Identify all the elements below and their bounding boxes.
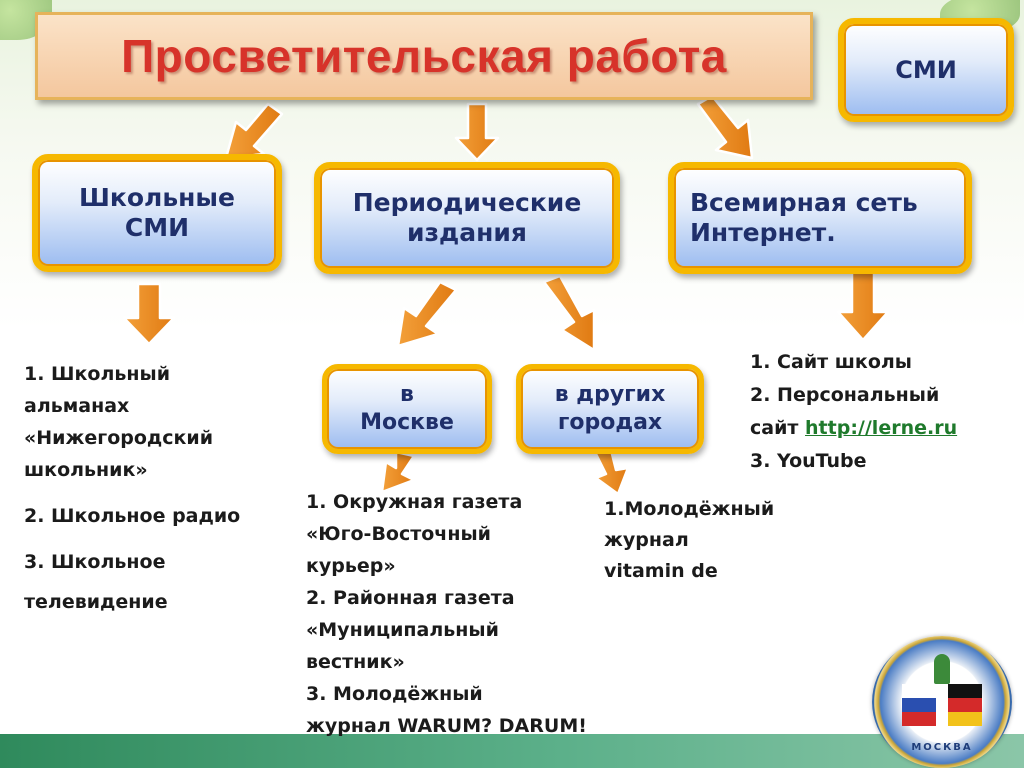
moscow-list-item-3: 3. Молодёжный журнал WARUM? DARUM!	[306, 683, 587, 737]
arrow-periodicals-to-moscow	[396, 280, 458, 348]
moscow-list-item-1: 1. Окружная газета «Юго-Восточный курьер…	[306, 491, 523, 577]
node-school-smi: Школьные СМИ	[32, 154, 282, 272]
node-internet: Всемирная сеть Интернет.	[668, 162, 972, 274]
internet-list-item-2-site: сайт http://lerne.ru	[750, 412, 1020, 445]
moscow-list: 1. Окружная газета «Юго-Восточный курьер…	[306, 486, 606, 742]
internet-list-item-2: 2. Персональный	[750, 384, 940, 406]
russia-flag-icon	[902, 684, 936, 726]
arrow-moscow-to-list	[380, 450, 416, 494]
school-emblem: МОСКВА	[872, 636, 1012, 768]
node-other-cities: в других городах	[516, 364, 704, 454]
page-title: Просветительская работа	[121, 30, 727, 82]
internet-site-prefix: сайт	[750, 417, 806, 439]
node-smi: СМИ	[838, 18, 1014, 122]
node-moscow: в Москве	[322, 364, 492, 454]
moscow-list-item-2: 2. Районная газета «Муниципальный вестни…	[306, 587, 515, 673]
lerne-link[interactable]: http://lerne.ru	[805, 417, 958, 439]
node-periodicals: Периодические издания	[314, 162, 620, 274]
cities-list-item-1: 1.Молодёжный журнал vitamin de	[604, 498, 775, 582]
arrow-title-to-school-smi	[224, 102, 284, 160]
school-list-item-1: 1. Школьный альманах «Нижегородский школ…	[24, 363, 214, 481]
school-list-item-2: 2. Школьное радио	[24, 505, 241, 527]
arrow-internet-to-list	[836, 270, 890, 342]
other-cities-list: 1.Молодёжный журнал vitamin de	[604, 494, 834, 587]
school-list-item-3: 3. Школьное телевидение	[24, 551, 168, 613]
emblem-caption: МОСКВА	[911, 742, 973, 753]
arrow-title-to-periodicals	[454, 102, 500, 162]
bottom-bar	[0, 734, 1024, 768]
germany-flag-icon	[948, 684, 982, 726]
internet-list: 1. Сайт школы 2. Персональный сайт http:…	[750, 346, 1020, 478]
internet-list-item-3: 3. YouTube	[750, 450, 867, 472]
internet-list-item-1: 1. Сайт школы	[750, 351, 912, 373]
arrow-title-to-internet	[696, 94, 754, 160]
title-box: Просветительская работа	[35, 12, 813, 100]
emblem-figure-icon	[934, 654, 950, 684]
school-smi-list: 1. Школьный альманах «Нижегородский школ…	[24, 358, 294, 622]
arrow-periodicals-to-cities	[542, 274, 596, 352]
arrow-school-to-list	[122, 282, 176, 346]
